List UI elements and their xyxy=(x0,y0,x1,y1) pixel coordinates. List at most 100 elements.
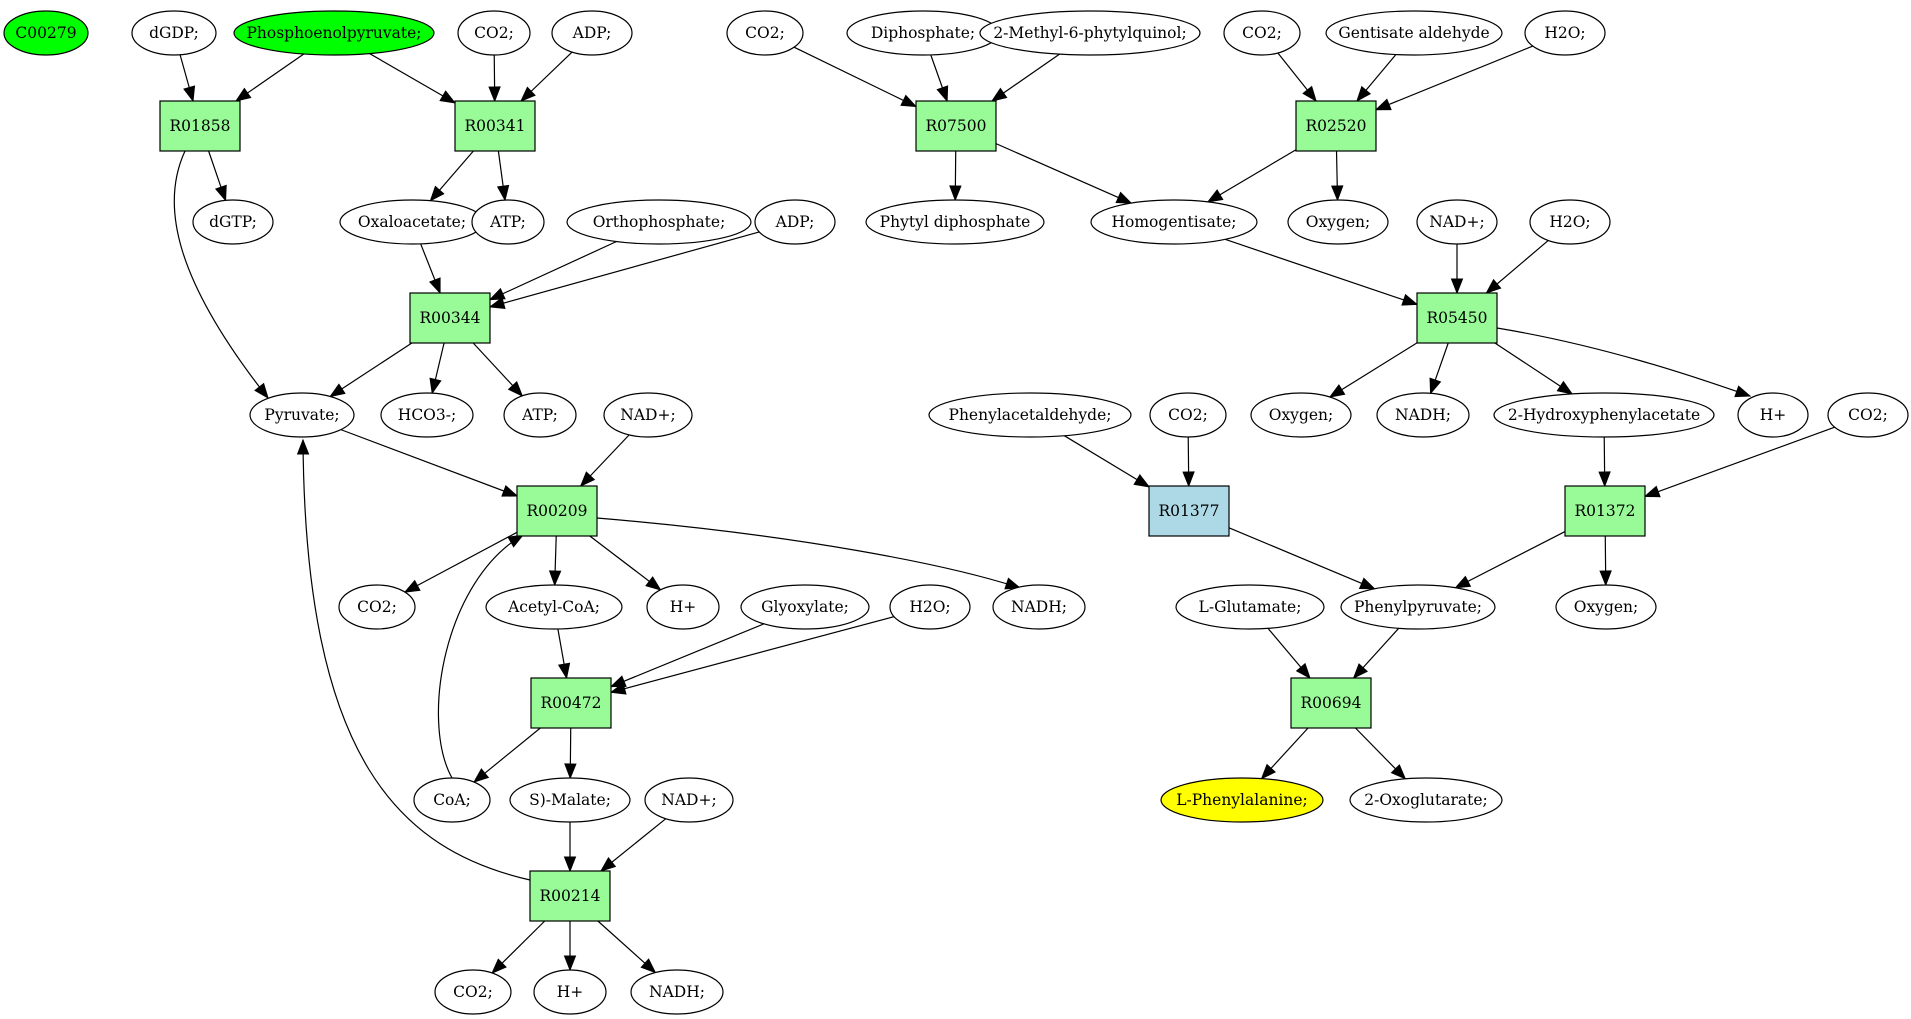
reaction-node-r01377[interactable]: R01377 xyxy=(1148,485,1230,537)
compound-node-gentisald[interactable]: Gentisate aldehyde xyxy=(1325,10,1503,56)
reaction-node-r07500[interactable]: R07500 xyxy=(915,100,997,152)
node-label: R00214 xyxy=(540,887,601,905)
compound-node-oxygen_c[interactable]: Oxygen; xyxy=(1555,584,1657,630)
arrowhead xyxy=(1598,471,1611,488)
edge-acetylcoa-to-r00472 xyxy=(557,628,571,680)
arrowhead xyxy=(1450,278,1464,295)
edge-r00472-to-smalate xyxy=(564,727,577,780)
reaction-node-r00209[interactable]: R00209 xyxy=(516,485,598,537)
edge-co2_d-to-r01377 xyxy=(1182,436,1195,488)
compound-node-co2_c[interactable]: CO2; xyxy=(1223,10,1301,56)
compound-node-dgdp[interactable]: dGDP; xyxy=(131,10,217,56)
compound-node-h2o_c[interactable]: H2O; xyxy=(889,584,971,630)
node-label: Oxygen; xyxy=(1269,406,1334,424)
compound-node-atp_b[interactable]: ATP; xyxy=(503,392,577,438)
compound-node-co2_e[interactable]: CO2; xyxy=(1827,392,1909,438)
compound-ellipse xyxy=(1175,584,1325,630)
edge-r05450-to-h_a xyxy=(1496,327,1752,398)
arrowhead xyxy=(599,857,617,872)
compound-node-co2_a[interactable]: CO2; xyxy=(457,10,531,56)
compound-node-diphosphate[interactable]: Diphosphate; xyxy=(846,10,1000,56)
compound-node-dgtp[interactable]: dGTP; xyxy=(192,199,274,245)
compound-node-h_c[interactable]: H+ xyxy=(533,969,607,1015)
arrowhead xyxy=(563,856,577,873)
node-label: NADH; xyxy=(1011,598,1067,616)
compound-node-h2o_a[interactable]: H2O; xyxy=(1524,10,1606,56)
reaction-box xyxy=(1416,292,1498,344)
compound-node-orthophosphate[interactable]: Orthophosphate; xyxy=(566,199,752,245)
edge-phenylacetaldehyde-to-r01377 xyxy=(1063,435,1151,488)
compound-node-atp_a[interactable]: ATP; xyxy=(471,199,545,245)
reaction-box xyxy=(454,100,536,152)
compound-node-h2o_b[interactable]: H2O; xyxy=(1529,199,1611,245)
arrowhead xyxy=(1390,764,1407,780)
edge-oxaloacetate-to-r00344 xyxy=(420,243,441,295)
compound-node-adp_a[interactable]: ADP; xyxy=(551,10,633,56)
compound-node-acetylcoa[interactable]: Acetyl-CoA; xyxy=(485,584,623,630)
edge-r05450-to-oxygen_b xyxy=(1328,342,1418,398)
arrowhead xyxy=(563,955,577,972)
compound-node-pyruvate[interactable]: Pyruvate; xyxy=(249,392,355,438)
node-label: R05450 xyxy=(1427,309,1488,327)
compound-node-nad_a[interactable]: NAD+; xyxy=(1416,199,1498,245)
compound-ellipse xyxy=(1737,392,1809,438)
compound-node-h_a[interactable]: H+ xyxy=(1737,392,1809,438)
compound-node-smalate[interactable]: S)-Malate; xyxy=(509,777,631,823)
compound-node-hpa[interactable]: 2-Hydroxyphenylacetate xyxy=(1493,392,1715,438)
edge-lglutamate-to-r00694 xyxy=(1267,627,1311,680)
compound-node-co2_d[interactable]: CO2; xyxy=(1149,392,1227,438)
compound-node-coa[interactable]: CoA; xyxy=(413,777,491,823)
reaction-node-r01372[interactable]: R01372 xyxy=(1564,485,1646,537)
node-label: R00694 xyxy=(1301,694,1362,712)
arrowhead xyxy=(1260,763,1276,780)
compound-node-co2_b[interactable]: CO2; xyxy=(726,10,804,56)
arrowhead xyxy=(1358,577,1376,590)
compound-node-oxygen_a[interactable]: Oxygen; xyxy=(1287,199,1389,245)
compound-ellipse xyxy=(1287,199,1389,245)
compound-node-phytyl_dp[interactable]: Phytyl diphosphate xyxy=(865,199,1045,245)
compound-ellipse xyxy=(413,777,491,823)
compound-node-co2_f[interactable]: CO2; xyxy=(338,584,416,630)
compound-node-phenylacetaldehyde[interactable]: Phenylacetaldehyde; xyxy=(928,392,1132,438)
compound-node-oxygen_b[interactable]: Oxygen; xyxy=(1250,392,1352,438)
compound-node-pep[interactable]: Phosphoenolpyruvate; xyxy=(233,10,435,56)
compound-node-lglutamate[interactable]: L-Glutamate; xyxy=(1175,584,1325,630)
reaction-node-r00472[interactable]: R00472 xyxy=(530,677,612,729)
compound-node-nadh_c[interactable]: NADH; xyxy=(630,969,724,1015)
compound-node-nad_b[interactable]: NAD+; xyxy=(603,392,693,438)
reaction-node-r00694[interactable]: R00694 xyxy=(1290,677,1372,729)
reaction-node-r00344[interactable]: R00344 xyxy=(409,292,491,344)
compound-node-oxaloacetate[interactable]: Oxaloacetate; xyxy=(339,199,485,245)
node-label: NAD+; xyxy=(1429,213,1484,231)
node-label: H2O; xyxy=(909,598,950,616)
reaction-node-r00214[interactable]: R00214 xyxy=(529,870,611,922)
node-label: S)-Malate; xyxy=(529,791,611,809)
edge-r01858-to-pyruvate xyxy=(173,150,269,400)
arrowhead xyxy=(564,763,577,780)
compound-node-adp_b[interactable]: ADP; xyxy=(754,199,836,245)
compound-node-lphe[interactable]: L-Phenylalanine; xyxy=(1160,777,1324,823)
edge-adp_b-to-r00344 xyxy=(488,231,760,309)
compound-node-homogentisate[interactable]: Homogentisate; xyxy=(1090,199,1258,245)
node-label: NAD+; xyxy=(620,406,675,424)
compound-node-nadh_b[interactable]: NADH; xyxy=(992,584,1086,630)
compound-node-co2_g[interactable]: CO2; xyxy=(434,969,512,1015)
compound-node-oxoglutarate[interactable]: 2-Oxoglutarate; xyxy=(1349,777,1503,823)
compound-ellipse xyxy=(1493,392,1715,438)
compound-node-nadh_a[interactable]: NADH; xyxy=(1376,392,1470,438)
edge-nad_c-to-r00214 xyxy=(599,818,667,872)
reaction-node-r05450[interactable]: R05450 xyxy=(1416,292,1498,344)
reaction-node-r01858[interactable]: R01858 xyxy=(159,100,241,152)
reaction-node-r00341[interactable]: R00341 xyxy=(454,100,536,152)
compound-node-phenylpyruvate[interactable]: Phenylpyruvate; xyxy=(1340,584,1496,630)
compound-node-h_b[interactable]: H+ xyxy=(646,584,720,630)
reaction-node-r02520[interactable]: R02520 xyxy=(1295,100,1377,152)
compound-node-mpq[interactable]: 2-Methyl-6-phytylquinol; xyxy=(979,10,1201,56)
compound-node-c00279[interactable]: C00279 xyxy=(3,10,89,56)
compound-node-nad_c[interactable]: NAD+; xyxy=(644,777,734,823)
compound-node-hco3[interactable]: HCO3-; xyxy=(380,392,474,438)
edge-r00344-to-pyruvate xyxy=(329,342,413,398)
arrowhead xyxy=(1182,471,1195,488)
compound-node-glyoxylate[interactable]: Glyoxylate; xyxy=(740,584,870,630)
reaction-box xyxy=(409,292,491,344)
